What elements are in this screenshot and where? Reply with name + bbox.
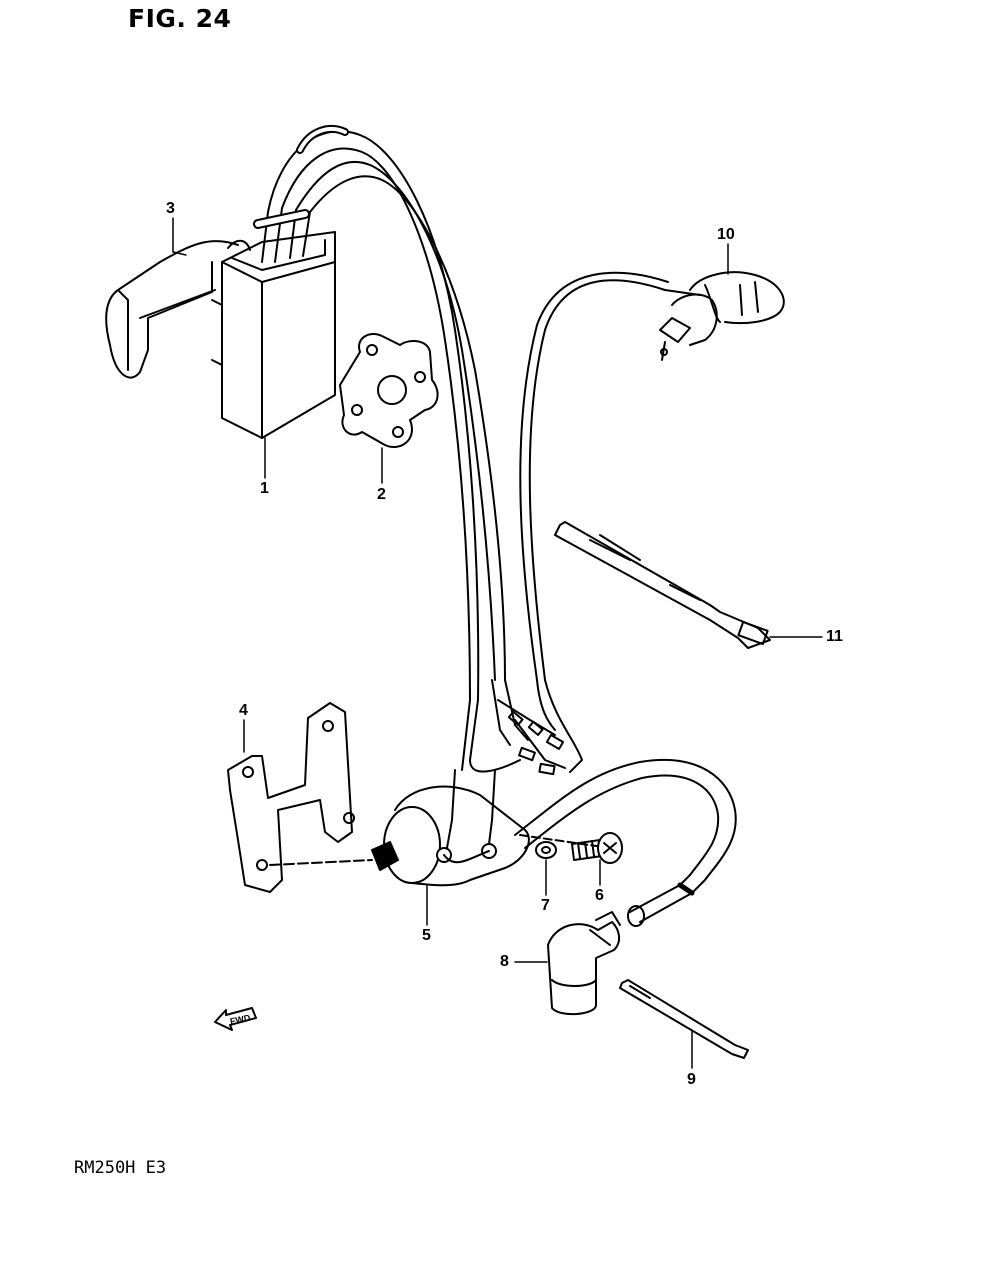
callout-9: 9: [687, 1071, 696, 1088]
callout-10: 10: [717, 226, 735, 243]
cdi-unit-part: [211, 207, 336, 439]
callout-3: 3: [166, 200, 175, 217]
figure-title: FIG. 24: [128, 4, 232, 33]
callout-11: 11: [826, 628, 843, 645]
kill-switch-part: [519, 271, 785, 773]
callout-5: 5: [422, 927, 431, 944]
callout-7: 7: [541, 897, 550, 914]
wire-harness: [267, 125, 566, 776]
mounting-plate-part: [339, 333, 439, 448]
callout-8: 8: [500, 953, 509, 970]
washer-part: [535, 841, 557, 859]
screw-part: [571, 832, 623, 864]
cable-tie-part: [554, 521, 771, 649]
leader-lines: [172, 217, 823, 1069]
forward-arrow-icon: FWD: [214, 1007, 257, 1031]
model-code: RM250H E3: [74, 1158, 167, 1178]
coil-bracket-part: [227, 702, 373, 893]
cdi-holder-part: [105, 239, 251, 379]
spark-plug-cap-part: [547, 911, 621, 1016]
small-cable-tie-part: [619, 979, 749, 1059]
callout-2: 2: [377, 486, 386, 503]
fwd-label: FWD: [229, 1012, 252, 1026]
callout-1: 1: [260, 480, 269, 497]
callout-4: 4: [239, 702, 248, 719]
high-tension-lead: [514, 759, 737, 927]
ignition-coil-part: [371, 769, 611, 887]
callout-6: 6: [595, 887, 604, 904]
